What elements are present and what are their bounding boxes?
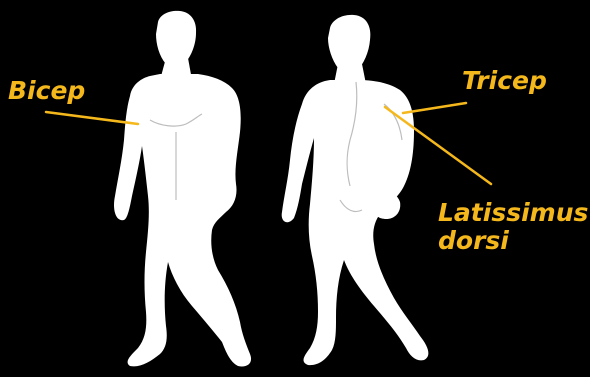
front-figure	[114, 11, 251, 367]
bicep-label: Bicep	[8, 76, 85, 105]
front-body	[114, 74, 251, 367]
back-figure	[282, 15, 429, 365]
pointer-lines	[46, 103, 491, 184]
bicep-pointer-line	[46, 112, 138, 124]
latissimus-label-line2: dorsi	[438, 226, 509, 255]
tricep-pointer-line	[403, 103, 466, 113]
tricep-label: Tricep	[462, 66, 547, 95]
latissimus-label-line1: Latissimus	[438, 198, 588, 227]
